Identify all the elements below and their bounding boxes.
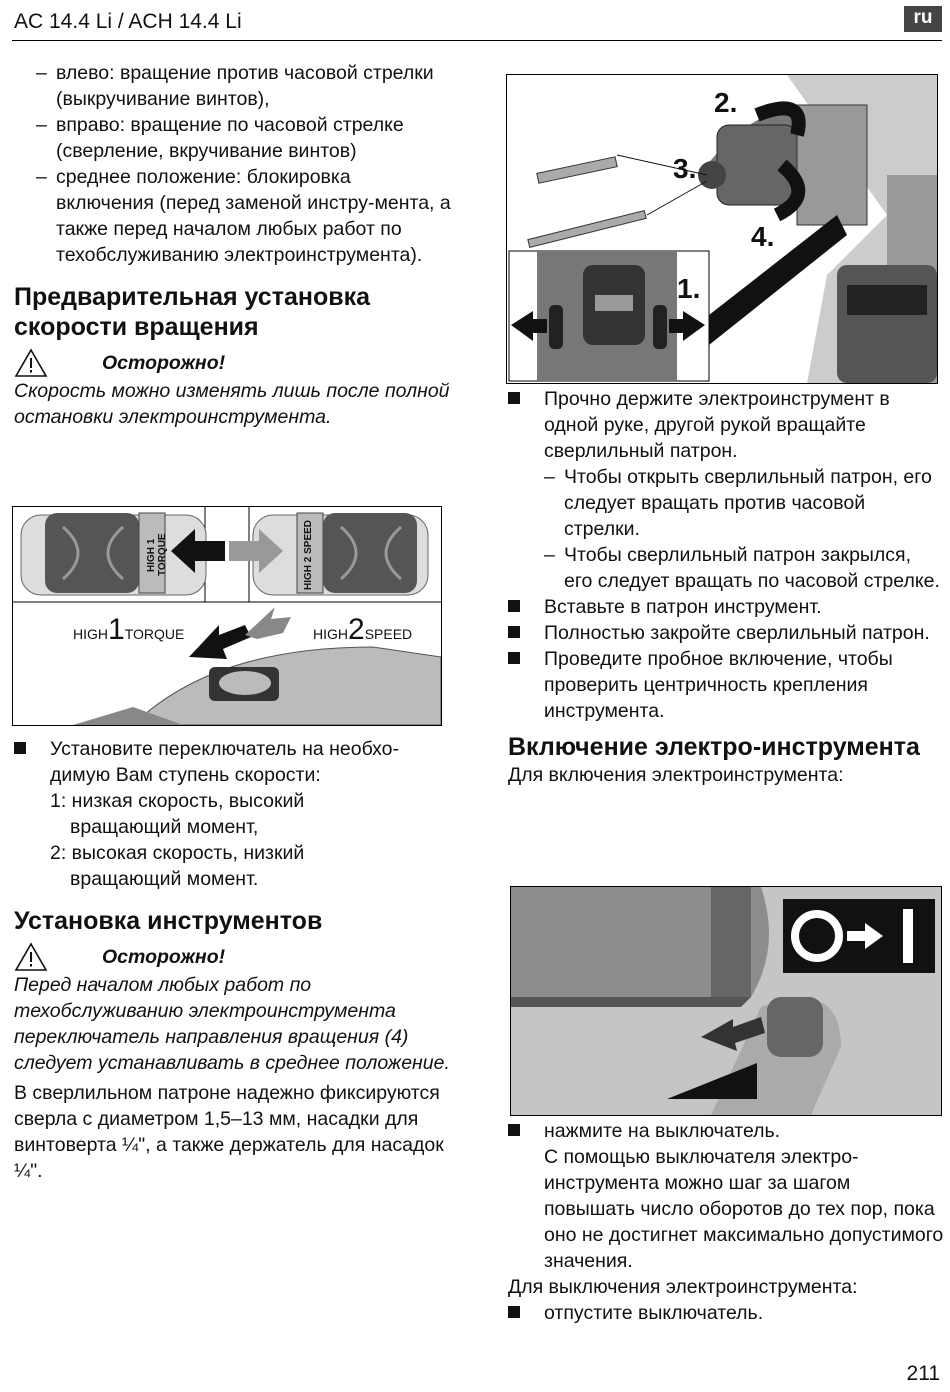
header-rule — [12, 40, 942, 41]
step-label-4: 4. — [751, 221, 775, 252]
bullet-square — [508, 626, 520, 638]
tools-warning-text: Перед началом любых работ по техобслужив… — [14, 974, 450, 1074]
gear1-num: 1 — [108, 613, 125, 646]
switch-label-2: HIGH 2 SPEED — [303, 519, 314, 591]
gear2-mode: SPEED — [364, 626, 413, 642]
document-header: AC 14.4 Li / ACH 14.4 Li — [14, 10, 242, 33]
speed1-line: 1: низкая скорость, высокий — [50, 790, 305, 812]
bullet-square — [508, 652, 520, 664]
bullet-hold-tool: Прочно держите электроинструмент в одной… — [508, 386, 944, 464]
bullet-square — [508, 1306, 520, 1318]
right-column-lower: нажмите на выключатель. С помощью выключ… — [508, 1118, 944, 1326]
speed2-line: 2: высокая скорость, низкий — [50, 842, 305, 864]
left-column-lower: Установите переключатель на необхо-димую… — [14, 736, 454, 1184]
gear2-num: 2 — [348, 613, 365, 646]
tools-text: В сверлильном патроне надежно фиксируютс… — [14, 1082, 444, 1182]
bullet-square — [508, 392, 520, 404]
warning-block-speed: Осторожно! — [14, 348, 454, 378]
bullet-test: Проведите пробное включение, чтобы прове… — [508, 646, 944, 724]
bullet-insert-text: Вставьте в патрон инструмент. — [544, 596, 822, 618]
speed-warning-text: Скорость можно изменять лишь после полно… — [14, 380, 450, 428]
bullet-press-switch-text: нажмите на выключатель. — [544, 1120, 781, 1142]
bullet-hold-tool-text: Прочно держите электроинструмент в одной… — [544, 388, 890, 462]
figure-trigger — [510, 886, 942, 1116]
warning-label: Осторожно! — [102, 352, 226, 374]
bullet-speed-text: Установите переключатель на необхо-димую… — [50, 738, 399, 786]
page-number: 211 — [906, 1362, 940, 1385]
heading-tool-install: Установка инструментов — [14, 907, 323, 935]
bullet-close: Полностью закройте сверлильный патрон. — [508, 620, 944, 646]
dash-open-chuck: Чтобы открыть сверлильный патрон, его сл… — [508, 464, 944, 542]
figure-chuck: 2. 3. 4. 1. — [506, 74, 938, 384]
bullet-release-switch: отпустите выключатель. — [508, 1300, 944, 1326]
figure-gear-selector: HIGH 1 TORQUE HIGH 2 SPEED HIGH1TORQUE H… — [12, 506, 442, 726]
switch-on-intro: Для включения электроинструмента: — [508, 764, 844, 786]
bullet-square — [508, 600, 520, 612]
heading-speed-preset: Предварительная установка скорости враще… — [14, 283, 371, 341]
warning-block-tools: Осторожно! — [14, 942, 454, 972]
bullet-test-text: Проведите пробное включение, чтобы прове… — [544, 648, 893, 722]
warning-triangle-icon — [14, 942, 48, 971]
dash-close-chuck: Чтобы сверлильный патрон закрылся, его с… — [508, 542, 944, 594]
gear1-label: HIGH1TORQUE — [73, 613, 184, 647]
dash-item-middle: среднее положение: блокировка включения … — [0, 164, 454, 268]
dash-item-left: влево: вращение против часовой стрелки (… — [0, 60, 454, 112]
language-badge: ru — [904, 6, 942, 32]
bullet-speed: Установите переключатель на необхо-димую… — [14, 736, 454, 788]
chuck-illustration — [508, 75, 937, 383]
bullet-square — [508, 1124, 520, 1136]
bullet-release-switch-text: отпустите выключатель. — [544, 1302, 764, 1324]
bullet-square — [14, 742, 26, 754]
heading-switch-on: Включение электро-инструмента — [508, 733, 920, 761]
gear1-mode: TORQUE — [124, 626, 185, 642]
step-label-3: 3. — [673, 153, 697, 184]
switch-detail-text: С помощью выключателя электро-инструмент… — [544, 1146, 944, 1272]
switch-off-intro: Для выключения электроинструмента: — [508, 1276, 858, 1298]
left-column: влево: вращение против часовой стрелки (… — [14, 60, 454, 430]
step-label-2: 2. — [714, 87, 738, 118]
gear-selector-illustration — [13, 507, 441, 725]
right-column: Прочно держите электроинструмент в одной… — [508, 386, 944, 788]
warning-triangle-icon — [14, 348, 48, 377]
speed1-line2: вращающий момент, — [70, 816, 259, 838]
speed2-line2: вращающий момент. — [70, 868, 259, 890]
bullet-press-switch: нажмите на выключатель. — [508, 1118, 944, 1144]
trigger-illustration — [511, 887, 941, 1115]
bullet-close-text: Полностью закройте сверлильный патрон. — [544, 622, 930, 644]
gear1-high: HIGH — [73, 626, 108, 642]
bullet-insert: Вставьте в патрон инструмент. — [508, 594, 944, 620]
gear2-high: HIGH — [313, 626, 348, 642]
step-label-1: 1. — [677, 273, 701, 304]
gear2-label: HIGH2SPEED — [313, 613, 412, 647]
warning-label: Осторожно! — [102, 946, 226, 968]
switch-label-1: HIGH 1 TORQUE — [146, 533, 168, 577]
dash-item-right: вправо: вращение по часовой стрелке (све… — [0, 112, 454, 164]
